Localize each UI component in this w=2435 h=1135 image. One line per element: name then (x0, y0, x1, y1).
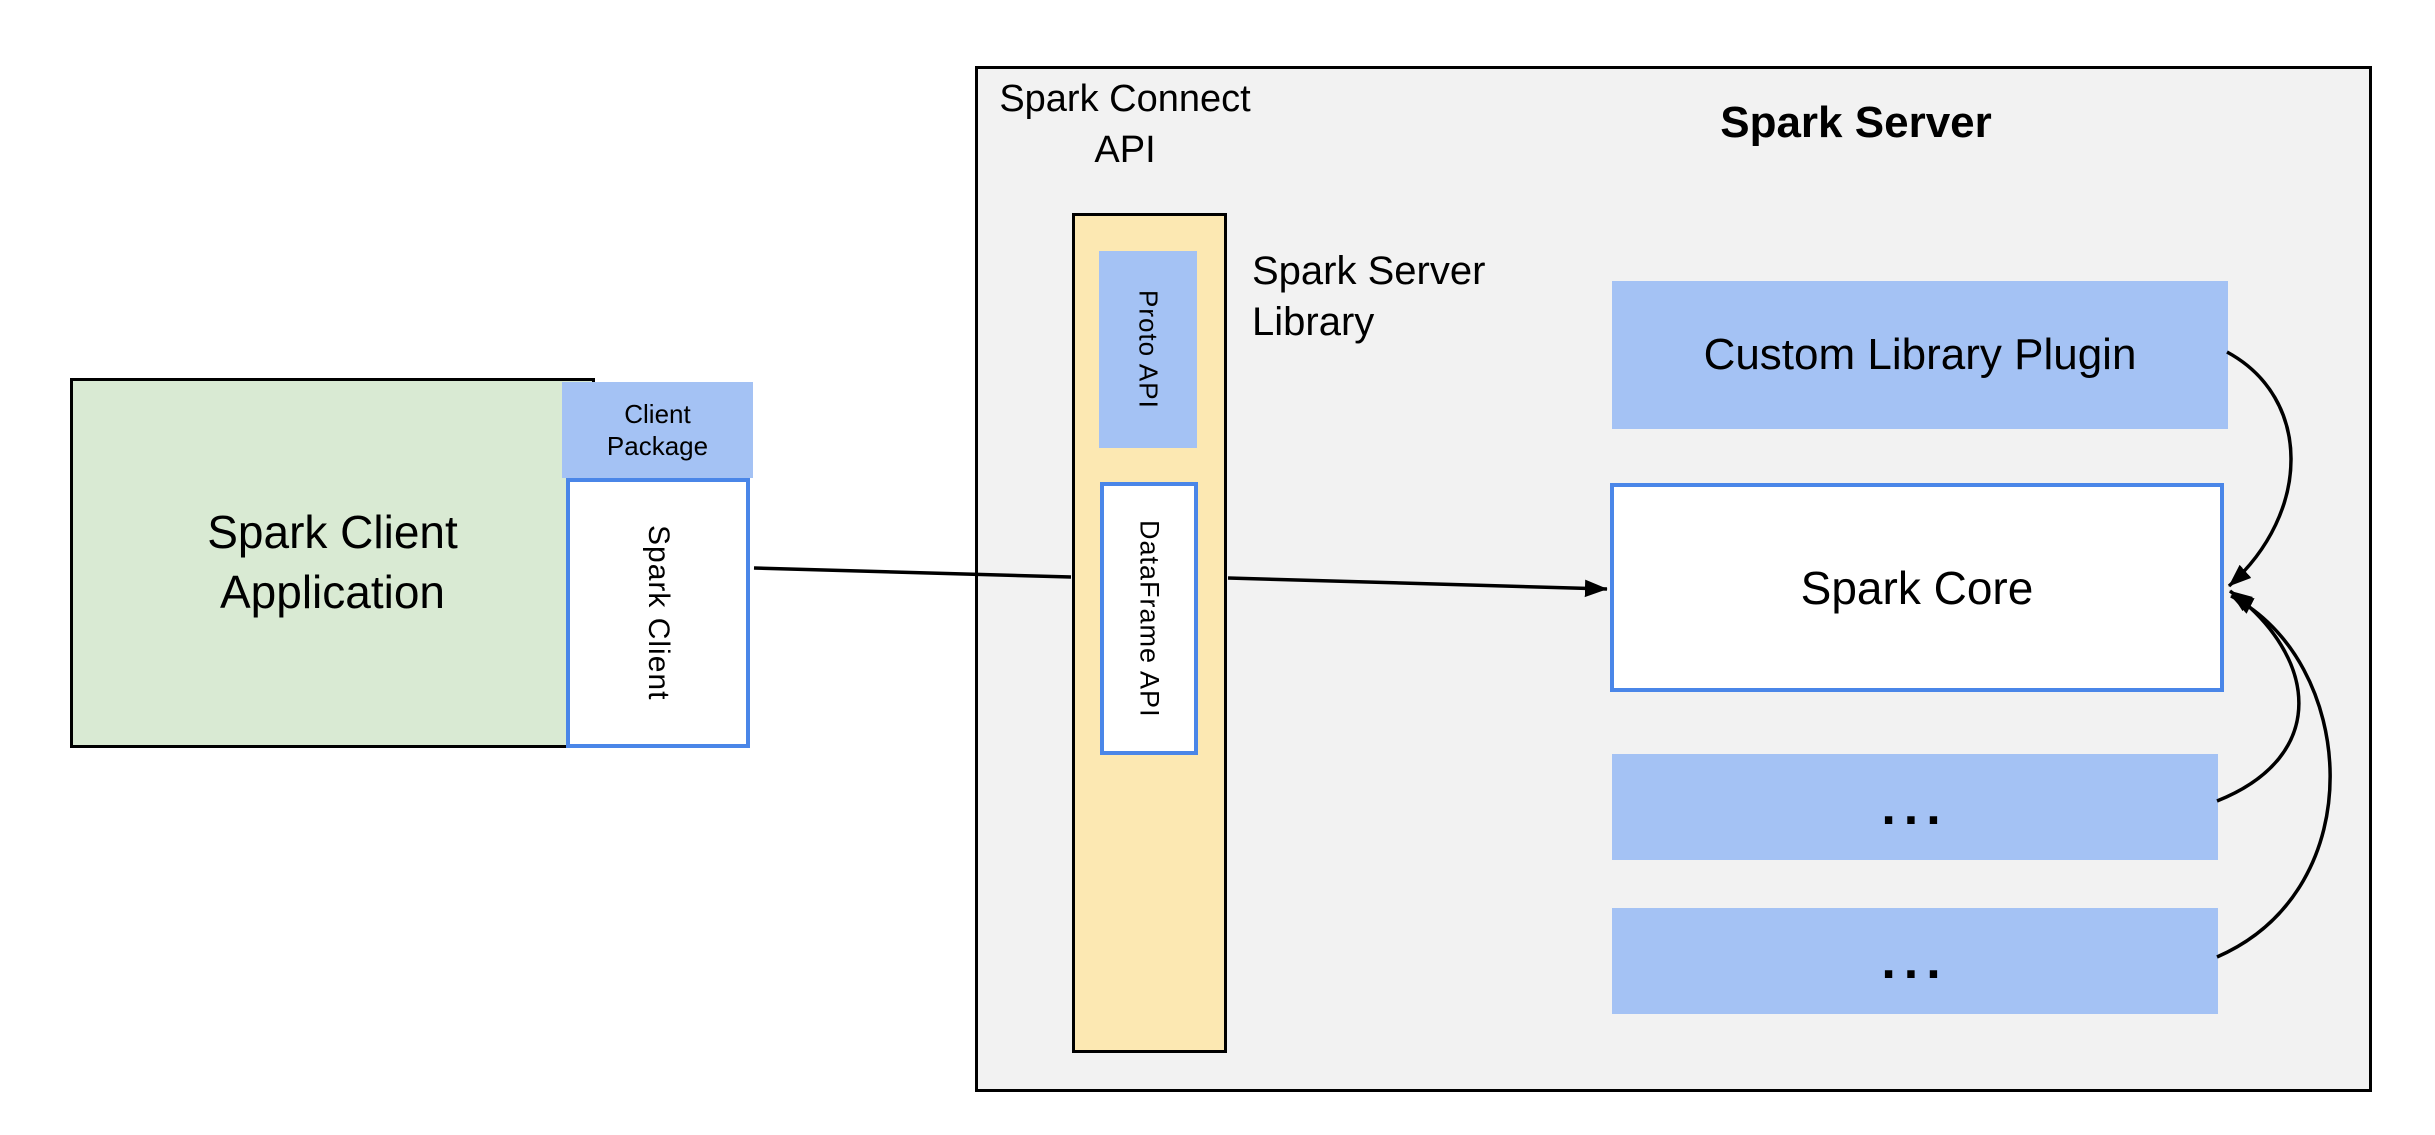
spark-core-label: Spark Core (1800, 561, 2034, 614)
spark-server-library-label: Spark Server Library (1252, 249, 1486, 345)
spark-core-box: Spark Core (1610, 483, 2224, 692)
dataframe-api-label: DataFrame API (1134, 519, 1165, 718)
ellipsis-box-1: ... (1612, 754, 2218, 860)
custom-library-plugin-box: Custom Library Plugin (1612, 281, 2228, 429)
ellipsis-label-2: ... (1881, 932, 1949, 990)
dataframe-api-box: DataFrame API (1100, 482, 1198, 755)
proto-api-label: Proto API (1133, 290, 1164, 409)
ellipsis-label-1: ... (1881, 778, 1949, 836)
spark-client-box: Spark Client (566, 478, 750, 748)
spark-client-label: Spark Client (642, 525, 675, 701)
spark-server-title: Spark Server (1720, 98, 1992, 147)
proto-api-box: Proto API (1099, 251, 1197, 448)
client-package-box: Client Package (562, 382, 753, 478)
spark-client-application-label: Spark Client Application (207, 506, 458, 618)
ellipsis-box-2: ... (1612, 908, 2218, 1014)
client-package-label: Client Package (606, 398, 709, 462)
custom-library-plugin-label: Custom Library Plugin (1703, 330, 2137, 379)
spark-client-application-box: Spark Client Application (70, 378, 595, 748)
spark-connect-api-label: Spark Connect API (999, 78, 1251, 172)
